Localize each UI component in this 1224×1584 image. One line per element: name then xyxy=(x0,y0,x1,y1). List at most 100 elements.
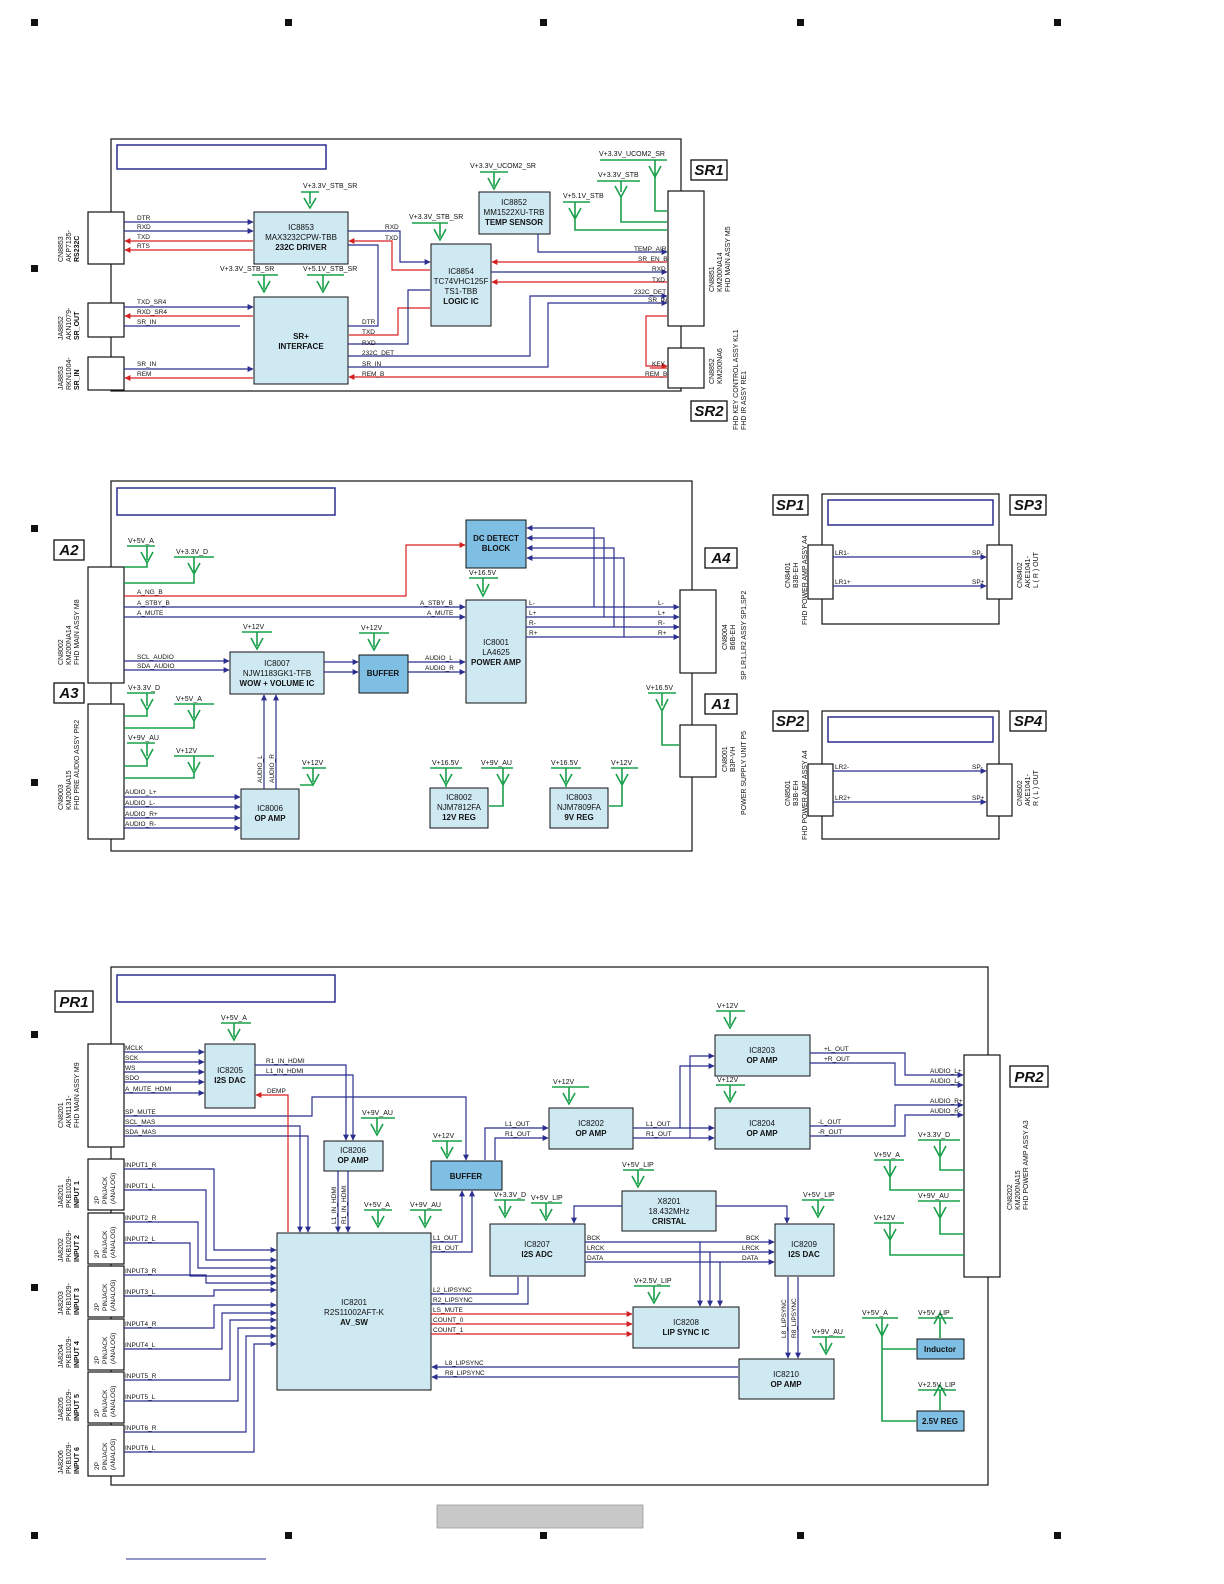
svg-text:DATA: DATA xyxy=(742,1255,759,1262)
svg-text:V+9V_AU: V+9V_AU xyxy=(362,1110,393,1117)
amp-section: CN8002KM200NA14FHD MAIN ASSY M8 CN8003KM… xyxy=(53,480,748,852)
svg-text:I2S DAC: I2S DAC xyxy=(214,1076,246,1085)
svg-text:SR_IN: SR_IN xyxy=(362,361,381,368)
svg-text:LOGIC IC: LOGIC IC xyxy=(443,297,479,306)
svg-text:IC8853: IC8853 xyxy=(288,223,314,232)
svg-text:LS_MUTE: LS_MUTE xyxy=(433,1307,464,1314)
ja8852-label: JA8852AKN1079-SR_OUT xyxy=(58,307,81,340)
svg-text:V+3.3V_STB_SR: V+3.3V_STB_SR xyxy=(409,214,463,221)
svg-text:2.5V REG: 2.5V REG xyxy=(922,1417,958,1426)
ic8206-block xyxy=(323,1140,384,1172)
svg-text:DATA: DATA xyxy=(587,1255,604,1262)
svg-text:FHD POWER AMP ASSY A4: FHD POWER AMP ASSY A4 xyxy=(802,535,809,625)
svg-text:RXD_SR4: RXD_SR4 xyxy=(137,309,167,316)
svg-text:V+3.3V_D: V+3.3V_D xyxy=(918,1132,950,1139)
svg-text:L-: L- xyxy=(529,600,535,607)
sr-section: CN8853AKP7135-RS232C JA8852AKN1079-SR_OU… xyxy=(58,138,748,430)
svg-text:R2_LIPSYNC: R2_LIPSYNC xyxy=(433,1297,473,1304)
svg-text:I2S DAC: I2S DAC xyxy=(788,1250,820,1259)
x8201-block xyxy=(621,1190,717,1232)
svg-text:CN8202KM200NA15FHD POWER AMP A: CN8202KM200NA15FHD POWER AMP ASSY A3 xyxy=(1007,1120,1030,1210)
tag-a2: A2 xyxy=(58,542,79,559)
svg-text:IC8207: IC8207 xyxy=(524,1240,550,1249)
svg-text:IC8007: IC8007 xyxy=(264,659,290,668)
sr-interface-block xyxy=(253,296,349,385)
svg-text:V+9V_AU: V+9V_AU xyxy=(410,1202,441,1209)
svg-text:MAX3232CPW-TBB: MAX3232CPW-TBB xyxy=(265,233,337,242)
ic8210-block xyxy=(738,1358,835,1400)
svg-text:OP AMP: OP AMP xyxy=(746,1056,778,1065)
svg-text:JA8206PKB1029-INPUT 6: JA8206PKB1029-INPUT 6 xyxy=(58,1441,81,1474)
cn8852-label: CN8852KM200NA6 xyxy=(709,348,724,384)
svg-text:SR+: SR+ xyxy=(293,332,309,341)
svg-text:V+5V_LIP: V+5V_LIP xyxy=(531,1195,563,1202)
svg-text:V+12V: V+12V xyxy=(717,1077,739,1084)
tag-sr2: SR2 xyxy=(694,403,724,420)
sr-title-box xyxy=(116,144,327,170)
svg-text:AUDIO_R: AUDIO_R xyxy=(269,754,276,783)
svg-text:+L_OUT: +L_OUT xyxy=(824,1046,849,1053)
svg-text:R8_LIPSYNC: R8_LIPSYNC xyxy=(445,1370,485,1377)
svg-text:IC8002: IC8002 xyxy=(446,793,472,802)
svg-text:L+: L+ xyxy=(658,610,666,617)
svg-text:AUDIO_L+: AUDIO_L+ xyxy=(125,789,157,796)
svg-text:RXD: RXD xyxy=(385,224,399,231)
svg-text:A_STBY_B: A_STBY_B xyxy=(420,600,453,607)
svg-text:JA8205PKB1029-INPUT 5: JA8205PKB1029-INPUT 5 xyxy=(58,1388,81,1421)
svg-text:X8201: X8201 xyxy=(657,1197,681,1206)
svg-text:LRCK: LRCK xyxy=(742,1245,760,1252)
svg-text:V+12V: V+12V xyxy=(243,624,265,631)
svg-text:POWER AMP: POWER AMP xyxy=(471,658,522,667)
svg-text:SR_IN: SR_IN xyxy=(137,319,156,326)
svg-text:INPUT4_R: INPUT4_R xyxy=(125,1321,157,1328)
svg-text:COUNT_1: COUNT_1 xyxy=(433,1327,464,1334)
svg-text:LA4625: LA4625 xyxy=(482,648,510,657)
svg-text:IC8209: IC8209 xyxy=(791,1240,817,1249)
svg-text:SP-: SP- xyxy=(972,550,983,557)
tag-a3: A3 xyxy=(58,685,79,702)
svg-text:SDA_MAS: SDA_MAS xyxy=(125,1129,157,1136)
svg-text:R1_OUT: R1_OUT xyxy=(433,1245,459,1252)
svg-text:V+16.5V: V+16.5V xyxy=(432,760,459,767)
svg-text:A_MUTE: A_MUTE xyxy=(427,610,454,617)
svg-text:9V REG: 9V REG xyxy=(564,813,593,822)
svg-text:V+2.5V_LIP: V+2.5V_LIP xyxy=(918,1382,956,1389)
svg-text:2PPINJACK(ANALOG): 2PPINJACK(ANALOG) xyxy=(94,1439,117,1470)
svg-text:V+3.3V_D: V+3.3V_D xyxy=(128,685,160,692)
svg-text:R2S11002AFT-K: R2S11002AFT-K xyxy=(324,1308,385,1317)
svg-text:R8_LIPSYNC: R8_LIPSYNC xyxy=(791,1298,798,1338)
svg-text:CN8502AKE1041-R ( L ) OUT: CN8502AKE1041-R ( L ) OUT xyxy=(1017,769,1040,806)
svg-text:SP+: SP+ xyxy=(972,795,985,802)
pre-section: PR1 PR2 CN8201AKM1131-FHD MAIN ASSY M9 C… xyxy=(54,966,1049,1486)
svg-text:L8_LIPSYNC: L8_LIPSYNC xyxy=(445,1360,484,1367)
svg-text:IC8006: IC8006 xyxy=(257,804,283,813)
svg-text:IC8003: IC8003 xyxy=(566,793,592,802)
svg-text:2PPINJACK(ANALOG): 2PPINJACK(ANALOG) xyxy=(94,1333,117,1364)
svg-text:TXD: TXD xyxy=(652,277,665,284)
svg-text:TXD: TXD xyxy=(137,234,150,241)
tag-sp3: SP3 xyxy=(1014,497,1043,514)
svg-text:RXD: RXD xyxy=(137,224,151,231)
svg-text:V+3.3V_D: V+3.3V_D xyxy=(494,1192,526,1199)
svg-text:V+5.1V_STB: V+5.1V_STB xyxy=(563,193,604,200)
svg-text:I2S ADC: I2S ADC xyxy=(521,1250,552,1259)
pre-title-box xyxy=(116,974,336,1003)
svg-text:TXD_SR4: TXD_SR4 xyxy=(137,299,167,306)
svg-text:V+5V_LIP: V+5V_LIP xyxy=(622,1162,654,1169)
sp-section: SP1 SP3 CN8401B3B-EH FHD POWER AMP ASSY … xyxy=(772,493,1047,840)
svg-text:232C_DET: 232C_DET xyxy=(362,350,394,357)
svg-text:INTERFACE: INTERFACE xyxy=(278,342,324,351)
svg-text:R1_IN_HDMI: R1_IN_HDMI xyxy=(266,1058,305,1065)
svg-text:SCL_AUDIO: SCL_AUDIO xyxy=(137,654,174,661)
input-jacks: JA8201PKB1029-INPUT 1 JA8202PKB1029-INPU… xyxy=(58,1158,125,1477)
ic8853-block xyxy=(253,211,349,265)
svg-text:IC8201: IC8201 xyxy=(341,1298,367,1307)
svg-text:V+5V_A: V+5V_A xyxy=(364,1202,390,1209)
svg-text:RTS: RTS xyxy=(137,243,151,250)
svg-text:NJM7812FA: NJM7812FA xyxy=(437,803,482,812)
svg-text:V+12V: V+12V xyxy=(874,1215,896,1222)
svg-text:DTR: DTR xyxy=(137,215,151,222)
svg-text:CRISTAL: CRISTAL xyxy=(652,1217,686,1226)
svg-text:TXD: TXD xyxy=(385,235,398,242)
svg-text:LR2-: LR2- xyxy=(835,764,849,771)
